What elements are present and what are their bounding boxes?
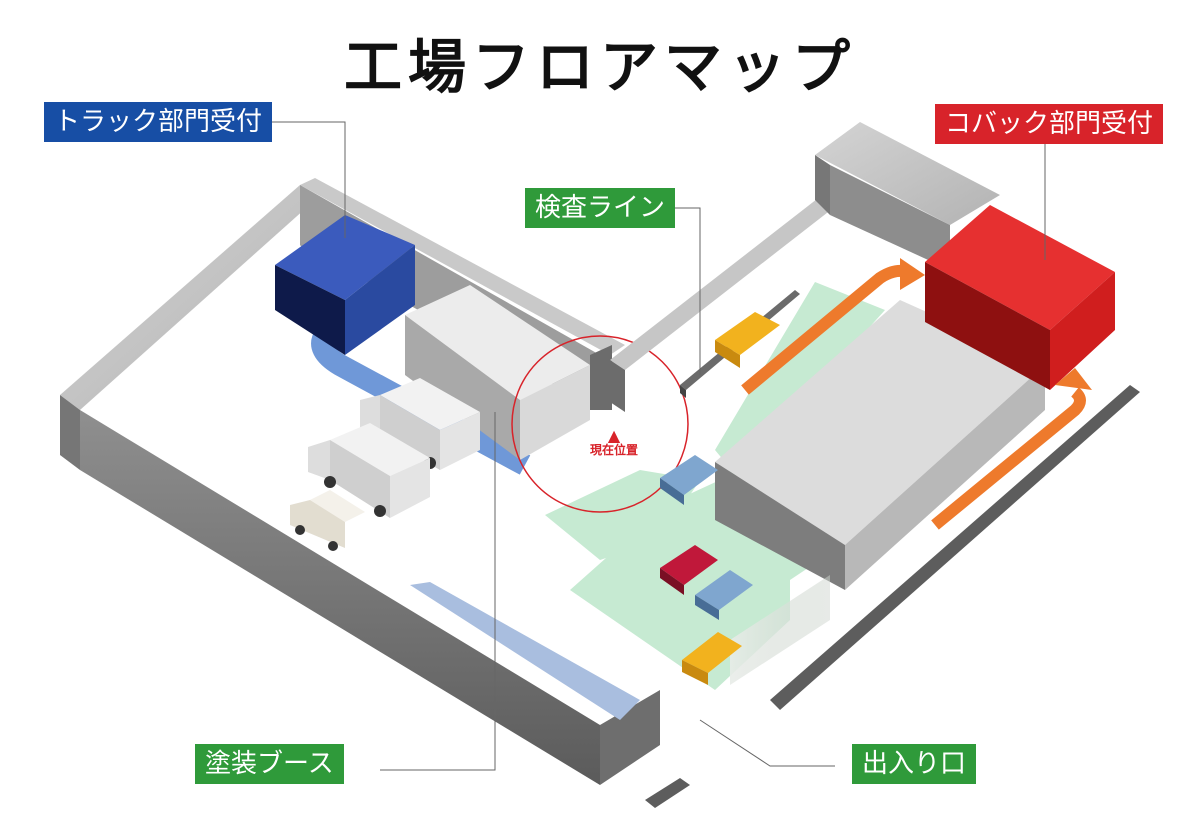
yellow-car-entrance [682,632,742,685]
glass-partition [730,575,830,685]
current-position-circle [511,335,689,513]
red-car [660,545,718,595]
entrance-label: 出入り口 [852,744,977,784]
cobac-flow-arrow-2-head [1055,368,1092,390]
truck-reception-label: トラック部門受付 [44,102,273,142]
cobac-reception-label: コバック部門受付 [935,104,1164,144]
blue-car-2 [695,570,753,620]
cobac-reception-building [925,205,1115,390]
paint-booth-label: 塗装ブース [195,744,344,784]
right-wall [610,122,1000,412]
paint-booth [410,582,640,720]
large-concrete-building [715,300,1045,590]
blue-car-1 [660,455,718,505]
current-position-text: 現在位置 [590,443,639,457]
truck-1 [360,378,480,470]
yellow-car-inspection [715,312,780,368]
leader-lines [265,121,1046,771]
cobac-flow-arrow-1-head [900,258,925,290]
triangle-up-icon: ▲ [607,426,621,445]
small-truck [290,490,365,551]
truck-reception-building [275,215,415,355]
page-title: 工場フロアマップ [343,33,856,101]
truck-2 [308,423,430,518]
cobac-flow-arrow-2 [931,387,1086,530]
current-position-marker: ▲ 現在位置 [590,428,638,457]
inspection-zone-lower [545,470,700,560]
central-building [405,285,590,460]
outer-rail [770,385,1140,710]
entrance-post [645,778,690,808]
inspection-line-label: 検査ライン [525,188,676,228]
